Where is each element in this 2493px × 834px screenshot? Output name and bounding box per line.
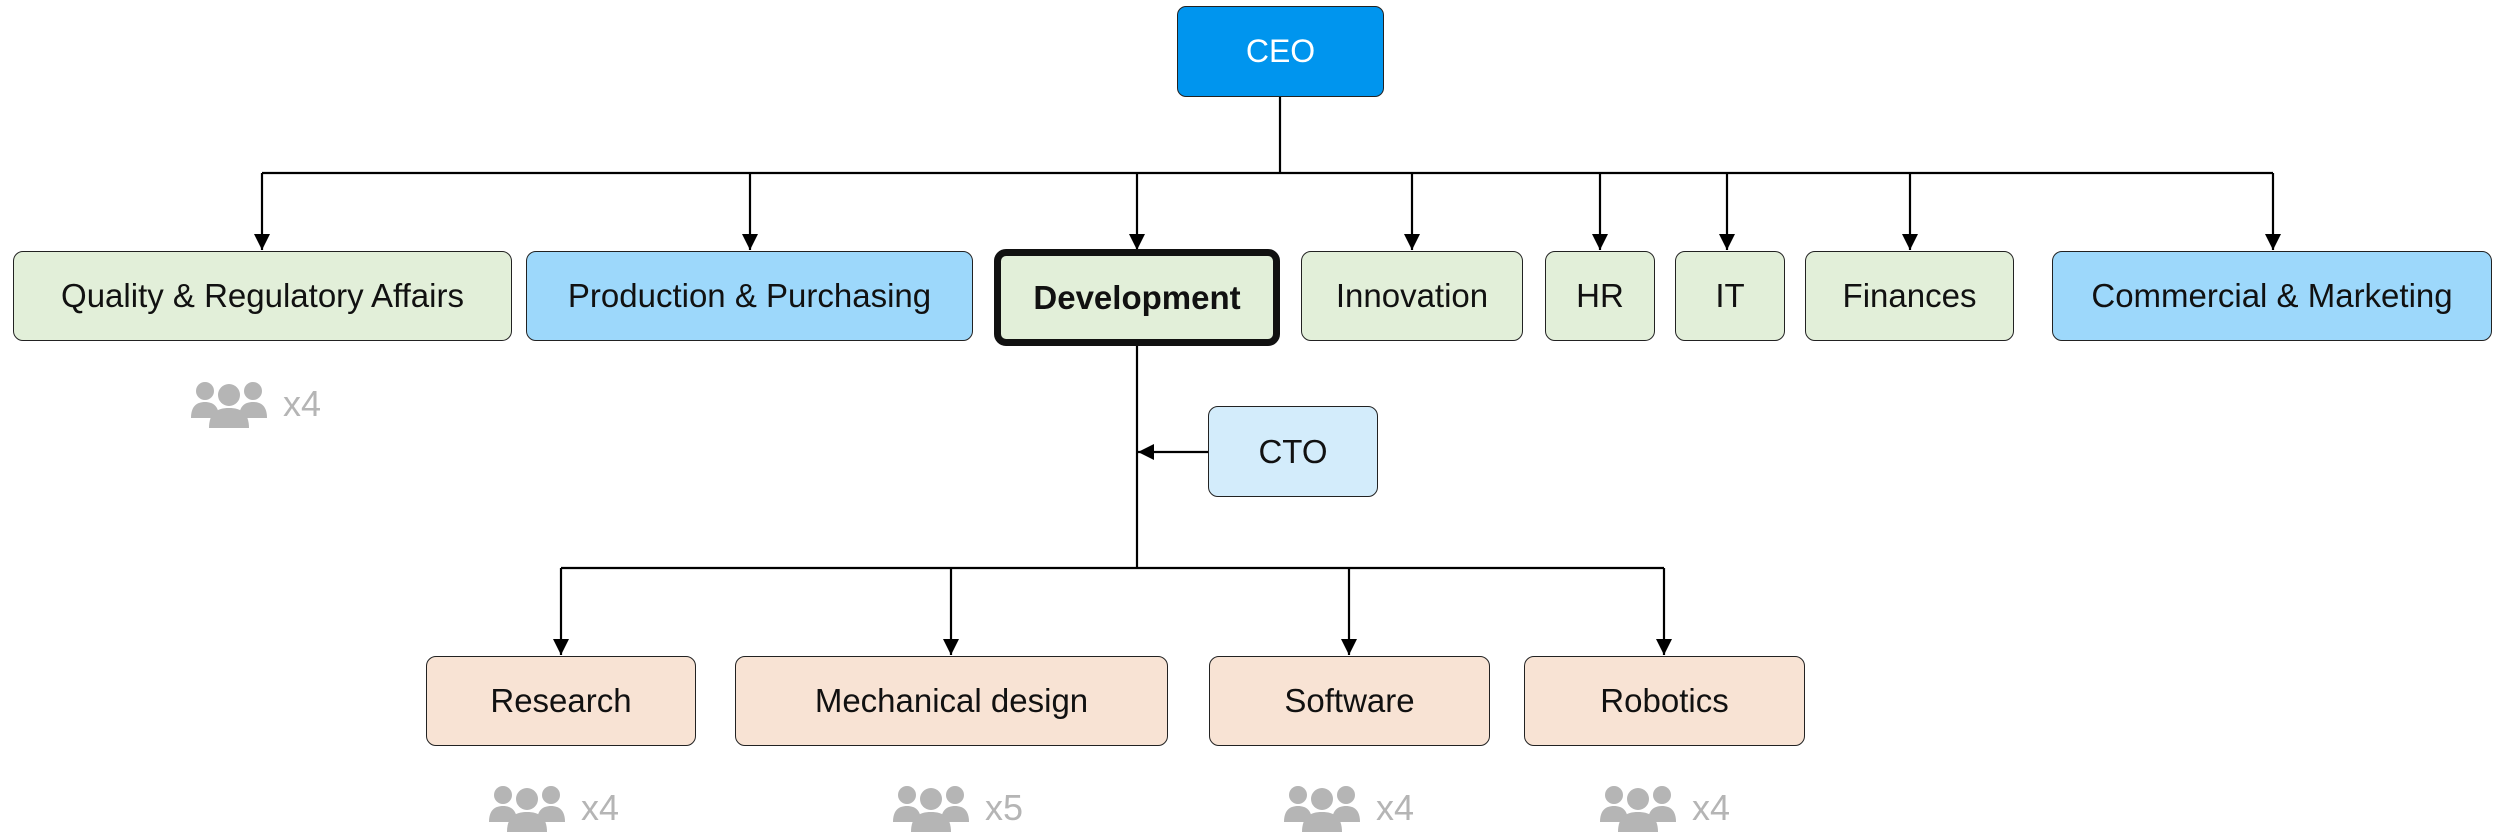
department-label: IT <box>1715 277 1745 314</box>
department-label: HR <box>1576 277 1624 314</box>
sub-department-research: Research <box>426 656 696 746</box>
department-label: Commercial & Marketing <box>2091 277 2453 314</box>
ceo-node: CEO <box>1177 6 1384 97</box>
cto-node: CTO <box>1208 406 1378 497</box>
people-group-icon <box>191 382 267 428</box>
team-count-label: x4 <box>581 787 620 828</box>
department-label: Innovation <box>1335 277 1489 314</box>
department-finances: Finances <box>1805 251 2014 341</box>
cto-label: CTO <box>1258 432 1328 470</box>
team-count-robotics: x4 <box>1598 782 1730 834</box>
department-innovation: Innovation <box>1301 251 1523 341</box>
department-label: Production & Purchasing <box>567 277 932 314</box>
sub-department-mechanical-design: Mechanical design <box>735 656 1168 746</box>
people-group-icon <box>1284 786 1360 832</box>
department-development: Development <box>994 249 1280 346</box>
department-hr: HR <box>1545 251 1655 341</box>
department-label: Quality & Regulatory Affairs <box>61 277 464 314</box>
team-count-quality: x4 <box>189 378 321 430</box>
sub-department-label: Research <box>490 682 632 719</box>
sub-department-label: Mechanical design <box>814 682 1089 719</box>
people-group-icon <box>893 786 969 832</box>
team-count-software: x4 <box>1282 782 1414 834</box>
team-count-research: x4 <box>487 782 619 834</box>
department-label: Finances <box>1842 277 1977 314</box>
ceo-label: CEO <box>1245 33 1316 69</box>
department-it: IT <box>1675 251 1785 341</box>
department-production-purchasing: Production & Purchasing <box>526 251 973 341</box>
people-group-icon <box>489 786 565 832</box>
people-group-icon <box>1600 786 1676 832</box>
team-count-mechanical-design: x5 <box>891 782 1023 834</box>
team-count-label: x5 <box>985 787 1024 828</box>
department-quality-regulatory: Quality & Regulatory Affairs <box>13 251 512 341</box>
sub-department-label: Robotics <box>1600 682 1729 719</box>
team-count-label: x4 <box>1376 787 1415 828</box>
team-count-label: x4 <box>1692 787 1731 828</box>
sub-department-label: Software <box>1284 682 1415 719</box>
sub-department-robotics: Robotics <box>1524 656 1805 746</box>
team-count-label: x4 <box>283 383 322 424</box>
department-commercial-marketing: Commercial & Marketing <box>2052 251 2492 341</box>
department-label: Development <box>1033 278 1241 316</box>
sub-department-software: Software <box>1209 656 1490 746</box>
